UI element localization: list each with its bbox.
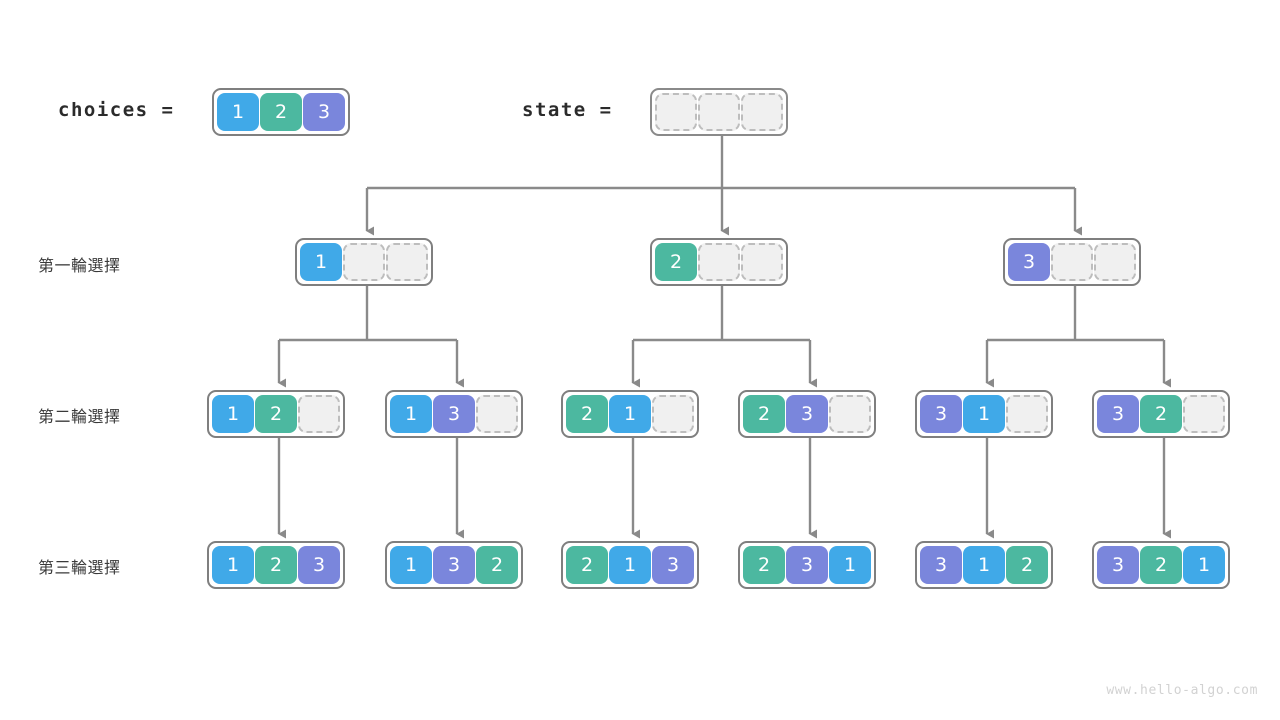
level2-5-cell-2 <box>1183 395 1225 433</box>
watermark: www.hello-algo.com <box>1106 683 1258 698</box>
choices-cell-1: 2 <box>260 93 302 131</box>
level3-2-cell-1: 1 <box>609 546 651 584</box>
level3-1-cell-2: 2 <box>476 546 518 584</box>
level3-4-cell-1: 1 <box>963 546 1005 584</box>
level2-5-cell-0: 3 <box>1097 395 1139 433</box>
level3-3-cell-1: 3 <box>786 546 828 584</box>
level1-0-cell-2 <box>386 243 428 281</box>
level2-2-cell-1: 1 <box>609 395 651 433</box>
level3-2-cell-0: 2 <box>566 546 608 584</box>
row-label-round-1: 第一輪選擇 <box>38 256 121 275</box>
level2-4-cell-1: 1 <box>963 395 1005 433</box>
tree-node-level1-2: 3 <box>1003 238 1141 286</box>
level2-0-cell-1: 2 <box>255 395 297 433</box>
level1-0-cell-1 <box>343 243 385 281</box>
level2-4-cell-2 <box>1006 395 1048 433</box>
state-array-root <box>650 88 788 136</box>
level3-1-cell-0: 1 <box>390 546 432 584</box>
level2-5-cell-1: 2 <box>1140 395 1182 433</box>
level3-5-cell-1: 2 <box>1140 546 1182 584</box>
level3-2-cell-2: 3 <box>652 546 694 584</box>
level1-1-cell-1 <box>698 243 740 281</box>
tree-node-level1-0: 1 <box>295 238 433 286</box>
row-label-round-2: 第二輪選擇 <box>38 407 121 426</box>
level2-3-cell-0: 2 <box>743 395 785 433</box>
level1-1-cell-0: 2 <box>655 243 697 281</box>
level3-1-cell-1: 3 <box>433 546 475 584</box>
level3-4-cell-0: 3 <box>920 546 962 584</box>
level3-3-cell-2: 1 <box>829 546 871 584</box>
level1-2-cell-1 <box>1051 243 1093 281</box>
level3-0-cell-0: 1 <box>212 546 254 584</box>
choices-label: choices = <box>58 99 175 121</box>
level2-1-cell-1: 3 <box>433 395 475 433</box>
level1-2-cell-2 <box>1094 243 1136 281</box>
choices-cell-2: 3 <box>303 93 345 131</box>
level2-3-cell-1: 3 <box>786 395 828 433</box>
choices-cell-0: 1 <box>217 93 259 131</box>
level2-4-cell-0: 3 <box>920 395 962 433</box>
level1-2-cell-0: 3 <box>1008 243 1050 281</box>
level3-0-cell-2: 3 <box>298 546 340 584</box>
level1-0-cell-0: 1 <box>300 243 342 281</box>
state-label: state = <box>522 99 613 121</box>
level2-2-cell-0: 2 <box>566 395 608 433</box>
level2-2-cell-2 <box>652 395 694 433</box>
state-root-cell-1 <box>698 93 740 131</box>
level2-0-cell-0: 1 <box>212 395 254 433</box>
level3-0-cell-1: 2 <box>255 546 297 584</box>
level3-5-cell-2: 1 <box>1183 546 1225 584</box>
level2-1-cell-0: 1 <box>390 395 432 433</box>
level3-3-cell-0: 2 <box>743 546 785 584</box>
level2-0-cell-2 <box>298 395 340 433</box>
tree-node-level1-1: 2 <box>650 238 788 286</box>
level1-1-cell-2 <box>741 243 783 281</box>
state-root-cell-0 <box>655 93 697 131</box>
row-label-round-3: 第三輪選擇 <box>38 558 121 577</box>
level2-3-cell-2 <box>829 395 871 433</box>
level2-1-cell-2 <box>476 395 518 433</box>
level3-4-cell-2: 2 <box>1006 546 1048 584</box>
state-root-cell-2 <box>741 93 783 131</box>
level3-5-cell-0: 3 <box>1097 546 1139 584</box>
